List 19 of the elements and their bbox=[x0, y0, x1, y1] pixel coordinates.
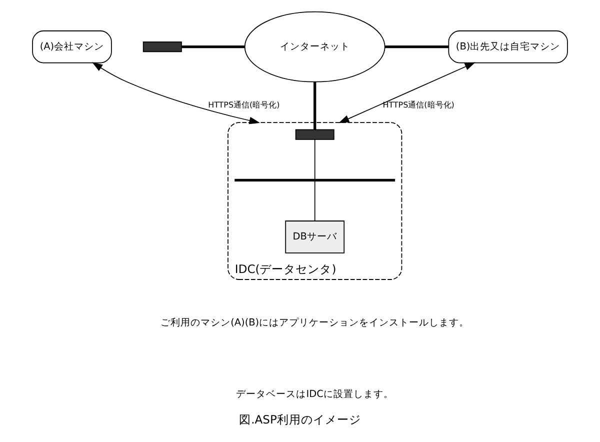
label: データベースはIDCに設置します。 bbox=[236, 389, 394, 400]
label: ご利用のマシン(A)(B)にはアプリケーションをインストールします。 bbox=[160, 317, 470, 328]
connector bbox=[314, 180, 316, 222]
connector bbox=[314, 82, 316, 130]
arrow bbox=[338, 62, 476, 124]
edge-label: HTTPS通信(暗号化) bbox=[208, 100, 280, 110]
edge-label: HTTPS通信(暗号化) bbox=[382, 100, 454, 110]
node-ellipse: インターネット bbox=[244, 11, 386, 82]
caption: 図.ASP利用のイメージ bbox=[239, 412, 361, 426]
arrow bbox=[92, 62, 260, 124]
node-box: (B)出先又は自宅マシン bbox=[448, 30, 568, 64]
node-bar bbox=[234, 178, 396, 182]
connector bbox=[385, 46, 448, 48]
connector bbox=[182, 46, 245, 48]
node-box: (A)会社マシン bbox=[32, 30, 112, 64]
connector bbox=[314, 139, 316, 180]
node-box bbox=[295, 129, 334, 140]
node-box bbox=[142, 42, 182, 52]
node-box: DBサーバ bbox=[285, 220, 345, 254]
